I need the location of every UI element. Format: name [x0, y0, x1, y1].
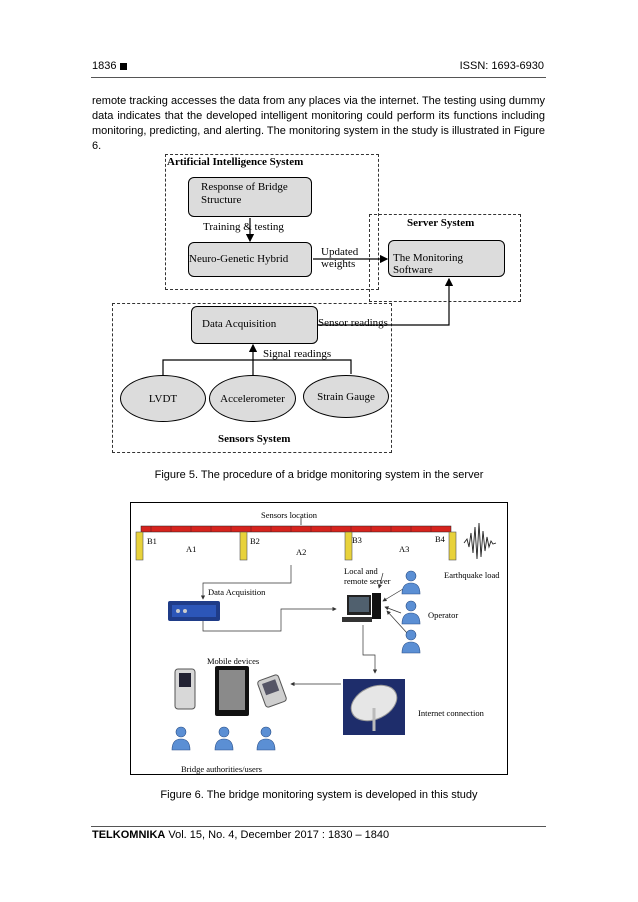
user-person-icon-3	[256, 726, 276, 751]
bridge-authorities-label: Bridge authorities/users	[181, 764, 262, 774]
data-acquisition-label: Data Acquisition	[208, 587, 266, 597]
point-a2: A2	[296, 547, 307, 557]
point-b4: B4	[435, 534, 445, 544]
server-computer-icon	[342, 593, 381, 622]
earthquake-wave	[463, 522, 497, 560]
operator-person-icon-1	[401, 570, 421, 595]
server-system-title: Server System	[407, 217, 475, 229]
strain-gauge-sensor: Strain Gauge	[303, 375, 389, 418]
support-b3	[344, 531, 353, 561]
daq-device-icon	[168, 601, 220, 621]
figure-5-arrows	[162, 218, 454, 376]
page-number: 1836	[92, 60, 128, 72]
sensors-system-title: Sensors System	[218, 433, 291, 445]
lvdt-sensor: LVDT	[120, 375, 206, 422]
tablet-icon	[215, 666, 249, 716]
sensors-location-label: Sensors location	[261, 510, 317, 520]
figure-6-diagram: Sensors location B1 A1 B2 A2 B3 A3 B4 Ea…	[130, 502, 508, 775]
operator-person-icon-3	[401, 629, 421, 654]
user-person-icon-1	[171, 726, 191, 751]
journal-name: TELKOMNIKA	[92, 829, 166, 841]
neuro-genetic-hybrid-box: Neuro-Genetic Hybrid	[188, 242, 312, 277]
accelerometer-sensor: Accelerometer	[209, 375, 296, 422]
footer: TELKOMNIKA Vol. 15, No. 4, December 2017…	[92, 829, 389, 841]
satellite-dish-icon	[343, 679, 405, 735]
square-icon	[120, 62, 128, 70]
earthquake-load-label: Earthquake load	[444, 570, 500, 580]
internet-connection-label: Internet connection	[418, 708, 484, 718]
updated-weights-label: Updated weights	[321, 246, 359, 270]
figure-6-caption: Figure 6. The bridge monitoring system i…	[160, 789, 478, 801]
training-testing-label: Training & testing	[203, 221, 284, 233]
issn: ISSN: 1693-6930	[459, 60, 544, 72]
local-remote-server-label: Local and remote server	[344, 566, 391, 586]
sensor-readings-label: Sensor readings	[318, 317, 388, 329]
header-rule	[91, 77, 546, 78]
signal-readings-label: Signal readings	[263, 348, 332, 360]
monitoring-software-box: The Monitoring Software	[388, 240, 505, 277]
ai-system-container	[165, 154, 379, 290]
ai-system-title: Artificial Intelligence System	[167, 156, 304, 168]
figure-6-graphics	[135, 517, 497, 751]
response-of-bridge-structure-box: Response of Bridge Structure	[188, 177, 312, 217]
journal-details: Vol. 15, No. 4, December 2017 : 1830 – 1…	[165, 829, 390, 841]
point-b1: B1	[147, 536, 157, 546]
flip-phone-icon	[174, 668, 196, 710]
support-b1	[135, 531, 144, 561]
operator-person-icon-2	[401, 600, 421, 625]
figure-5-caption: Figure 5. The procedure of a bridge moni…	[154, 469, 484, 481]
operator-label: Operator	[428, 610, 459, 620]
footer-rule	[91, 826, 546, 827]
point-b2: B2	[250, 536, 260, 546]
point-a3: A3	[399, 544, 410, 554]
sensors-system-container	[112, 303, 392, 453]
server-system-container	[369, 214, 521, 302]
point-b3: B3	[352, 535, 362, 545]
bridge-beam	[140, 525, 452, 533]
pda-icon	[257, 674, 287, 708]
user-person-icon-2	[214, 726, 234, 751]
support-b4	[448, 531, 457, 561]
point-a1: A1	[186, 544, 197, 554]
figure-5-diagram: Artificial Intelligence System Response …	[105, 148, 525, 458]
body-paragraph: remote tracking accesses the data from a…	[92, 95, 545, 152]
support-b2	[239, 531, 248, 561]
data-acquisition-box: Data Acquisition	[191, 306, 318, 344]
mobile-devices-label: Mobile devices	[207, 656, 260, 666]
